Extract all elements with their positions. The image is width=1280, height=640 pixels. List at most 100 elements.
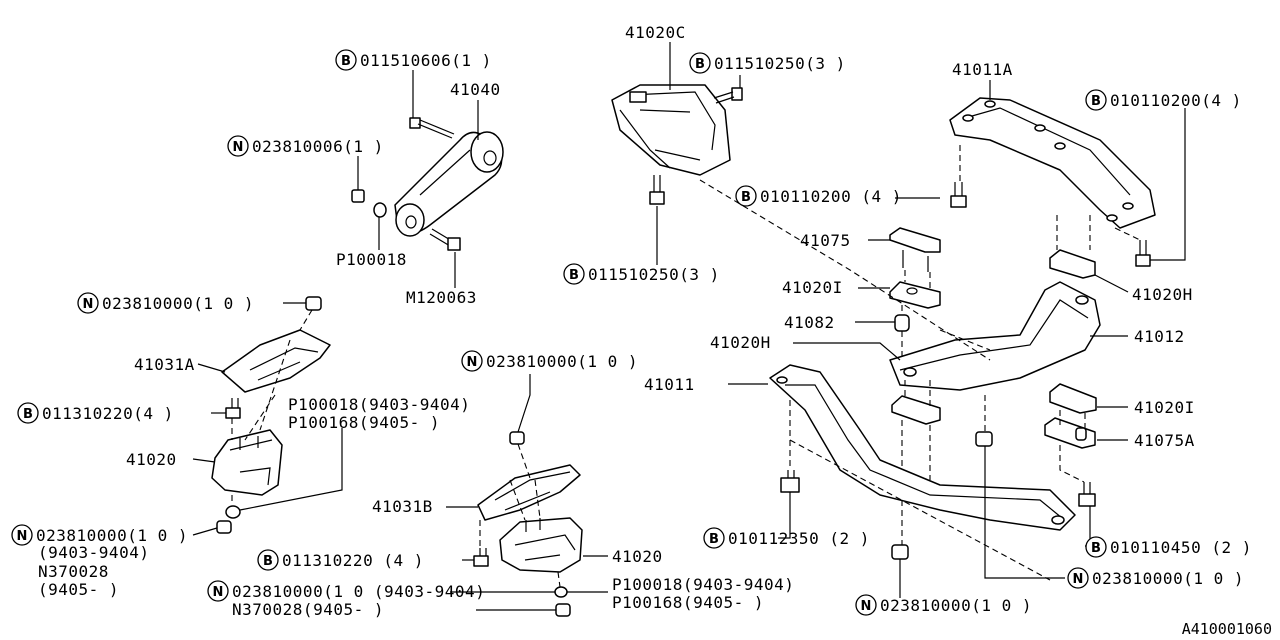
svg-text:011510250(3 ): 011510250(3 ) xyxy=(588,265,720,284)
label-p100018-mid: P100018(9403-9404) xyxy=(288,395,470,414)
svg-text:023810006(1 ): 023810006(1 ) xyxy=(252,137,384,156)
label-41020-center: 41020 xyxy=(612,547,663,566)
svg-text:N: N xyxy=(1073,572,1084,587)
plate-41075a xyxy=(1044,417,1096,449)
label-b-011310220-left: B 011310220(4 ) xyxy=(17,402,174,424)
spacer-41082 xyxy=(894,314,910,332)
svg-text:010110450 (2 ): 010110450 (2 ) xyxy=(1110,538,1252,557)
bolt-011310220-left xyxy=(225,398,241,419)
bracket-41031a xyxy=(221,329,331,393)
label-41020-left: 41020 xyxy=(126,450,177,469)
diagram-reference-code: A410001060 xyxy=(1182,620,1272,638)
svg-text:011510250(3 ): 011510250(3 ) xyxy=(714,54,846,73)
svg-text:B: B xyxy=(341,54,351,69)
pitching-stopper-part xyxy=(394,131,504,237)
svg-text:023810000(1 0 ): 023810000(1 0 ) xyxy=(36,526,188,545)
mount-41020-center xyxy=(499,517,583,573)
label-41020c: 41020C xyxy=(625,23,686,42)
label-p100018-top: P100018 xyxy=(336,250,407,269)
crossmember-41011 xyxy=(769,364,1076,531)
label-p100168-bottom: P100168(9405- ) xyxy=(612,593,764,612)
label-p100168-mid: P100168(9405- ) xyxy=(288,413,440,432)
label-b-011510250-bottom: B 011510250(3 ) xyxy=(563,263,720,285)
label-n-023810006: N 023810006(1 ) xyxy=(227,135,384,157)
label-b-011310220-center: B 011310220 (4 ) xyxy=(257,549,424,571)
svg-text:023810000(1 0 ): 023810000(1 0 ) xyxy=(1092,569,1244,588)
label-41020h-right: 41020H xyxy=(1132,285,1193,304)
mount-41020-left xyxy=(211,429,283,496)
svg-text:023810000(1 0 ): 023810000(1 0 ) xyxy=(102,294,254,313)
svg-text:B: B xyxy=(709,532,719,547)
label-41020h-left: 41020H xyxy=(710,333,771,352)
bolt-010110200-mid xyxy=(950,182,967,208)
label-41031a: 41031A xyxy=(134,355,195,374)
bolt-011510250-top xyxy=(713,87,743,104)
bolt-011510250-bottom xyxy=(649,175,665,205)
svg-text:023810000(1 0 ): 023810000(1 0 ) xyxy=(880,596,1032,615)
label-41040: 41040 xyxy=(450,80,501,99)
label-m120063: M120063 xyxy=(406,288,477,307)
svg-text:B: B xyxy=(741,190,751,205)
svg-text:010110200(4 ): 010110200(4 ) xyxy=(1110,91,1242,110)
bolt-011510606 xyxy=(409,117,455,139)
plate-41020i-left xyxy=(889,281,941,309)
label-41020i-left: 41020I xyxy=(782,278,843,297)
bolt-010110450 xyxy=(1078,482,1096,507)
crossmember-41012 xyxy=(889,281,1101,391)
label-41012: 41012 xyxy=(1134,327,1185,346)
label-b-010112350: B 010112350 (2 ) xyxy=(703,527,870,549)
label-41075a: 41075A xyxy=(1134,431,1195,450)
washer-left xyxy=(225,505,241,519)
nut-023810000-left xyxy=(305,296,322,311)
svg-text:N: N xyxy=(83,297,94,312)
svg-text:011310220 (4 ): 011310220 (4 ) xyxy=(282,551,424,570)
label-n370028-bl: N370028 xyxy=(38,562,109,581)
label-n-023810000-bc: N 023810000(1 0 ) xyxy=(855,594,1032,616)
label-41011a: 41011A xyxy=(952,60,1013,79)
svg-text:N: N xyxy=(467,355,478,370)
label-41020i-right: 41020I xyxy=(1134,398,1195,417)
nut-023810000-bl xyxy=(216,520,232,534)
svg-text:B: B xyxy=(1091,541,1101,556)
label-p100018-bottom: P100018(9403-9404) xyxy=(612,575,794,594)
nut-023810000-center xyxy=(509,431,525,445)
label-n-023810000-bl: N 023810000(1 0 ) xyxy=(11,524,188,546)
bracket-41020c xyxy=(611,84,731,176)
svg-text:010112350 (2 ): 010112350 (2 ) xyxy=(728,529,870,548)
label-b-011510250-top: B 011510250(3 ) xyxy=(689,52,846,74)
svg-text:B: B xyxy=(695,57,705,72)
svg-text:023810000(1 0 ): 023810000(1 0 ) xyxy=(486,352,638,371)
bracket-41031b xyxy=(477,464,581,521)
svg-text:023810000(1 0 (9403-9404): 023810000(1 0 (9403-9404) xyxy=(232,582,485,601)
bolt-010110200-right xyxy=(1135,240,1151,267)
svg-text:011310220(4 ): 011310220(4 ) xyxy=(42,404,174,423)
svg-text:B: B xyxy=(263,554,273,569)
label-b-010110450: B 010110450 (2 ) xyxy=(1085,536,1252,558)
label-9405-bl: (9405- ) xyxy=(38,580,119,599)
dashed-lines xyxy=(231,145,1141,588)
nut-023810000-br xyxy=(975,431,993,447)
plate-41075 xyxy=(889,227,941,272)
svg-text:B: B xyxy=(23,407,33,422)
label-41082: 41082 xyxy=(784,313,835,332)
bolt-m120063 xyxy=(429,228,461,251)
label-41031b: 41031B xyxy=(372,497,433,516)
svg-text:N: N xyxy=(861,599,872,614)
nut-n370028-center xyxy=(555,603,571,617)
plate-41020i-right xyxy=(1049,383,1097,414)
bolt-010112350 xyxy=(780,470,800,493)
svg-text:N: N xyxy=(213,585,224,600)
plate-41020h-right xyxy=(1049,249,1096,279)
svg-text:010110200 (4 ): 010110200 (4 ) xyxy=(760,187,902,206)
label-n-023810000-bottom: N 023810000(1 0 (9403-9404) xyxy=(207,580,485,602)
svg-text:011510606(1 ): 011510606(1 ) xyxy=(360,51,492,70)
label-n-023810000-br: N 023810000(1 0 ) xyxy=(1067,567,1244,589)
label-41075: 41075 xyxy=(800,231,851,250)
nut-023810006 xyxy=(351,189,387,218)
crossmember-41011a xyxy=(949,97,1156,229)
washer-center xyxy=(554,586,568,598)
label-n-023810000-center: N 023810000(1 0 ) xyxy=(461,350,638,372)
label-n370028-bottom: N370028(9405- ) xyxy=(232,600,384,619)
svg-text:B: B xyxy=(569,268,579,283)
